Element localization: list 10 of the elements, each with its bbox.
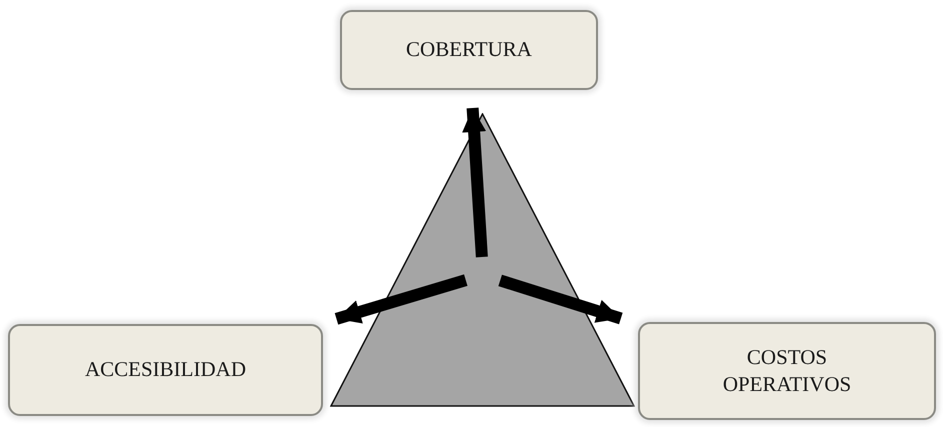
box-label: COSTOS OPERATIVOS — [722, 344, 852, 398]
triangle — [330, 113, 635, 407]
arrow — [334, 274, 468, 325]
arrow — [498, 274, 623, 324]
arrow — [462, 108, 488, 258]
concept-box — [340, 10, 598, 90]
concept-box — [8, 324, 323, 416]
box-label: COBERTURA — [406, 36, 532, 64]
box-label: ACCESIBILIDAD — [85, 356, 246, 384]
concept-box — [638, 322, 936, 420]
